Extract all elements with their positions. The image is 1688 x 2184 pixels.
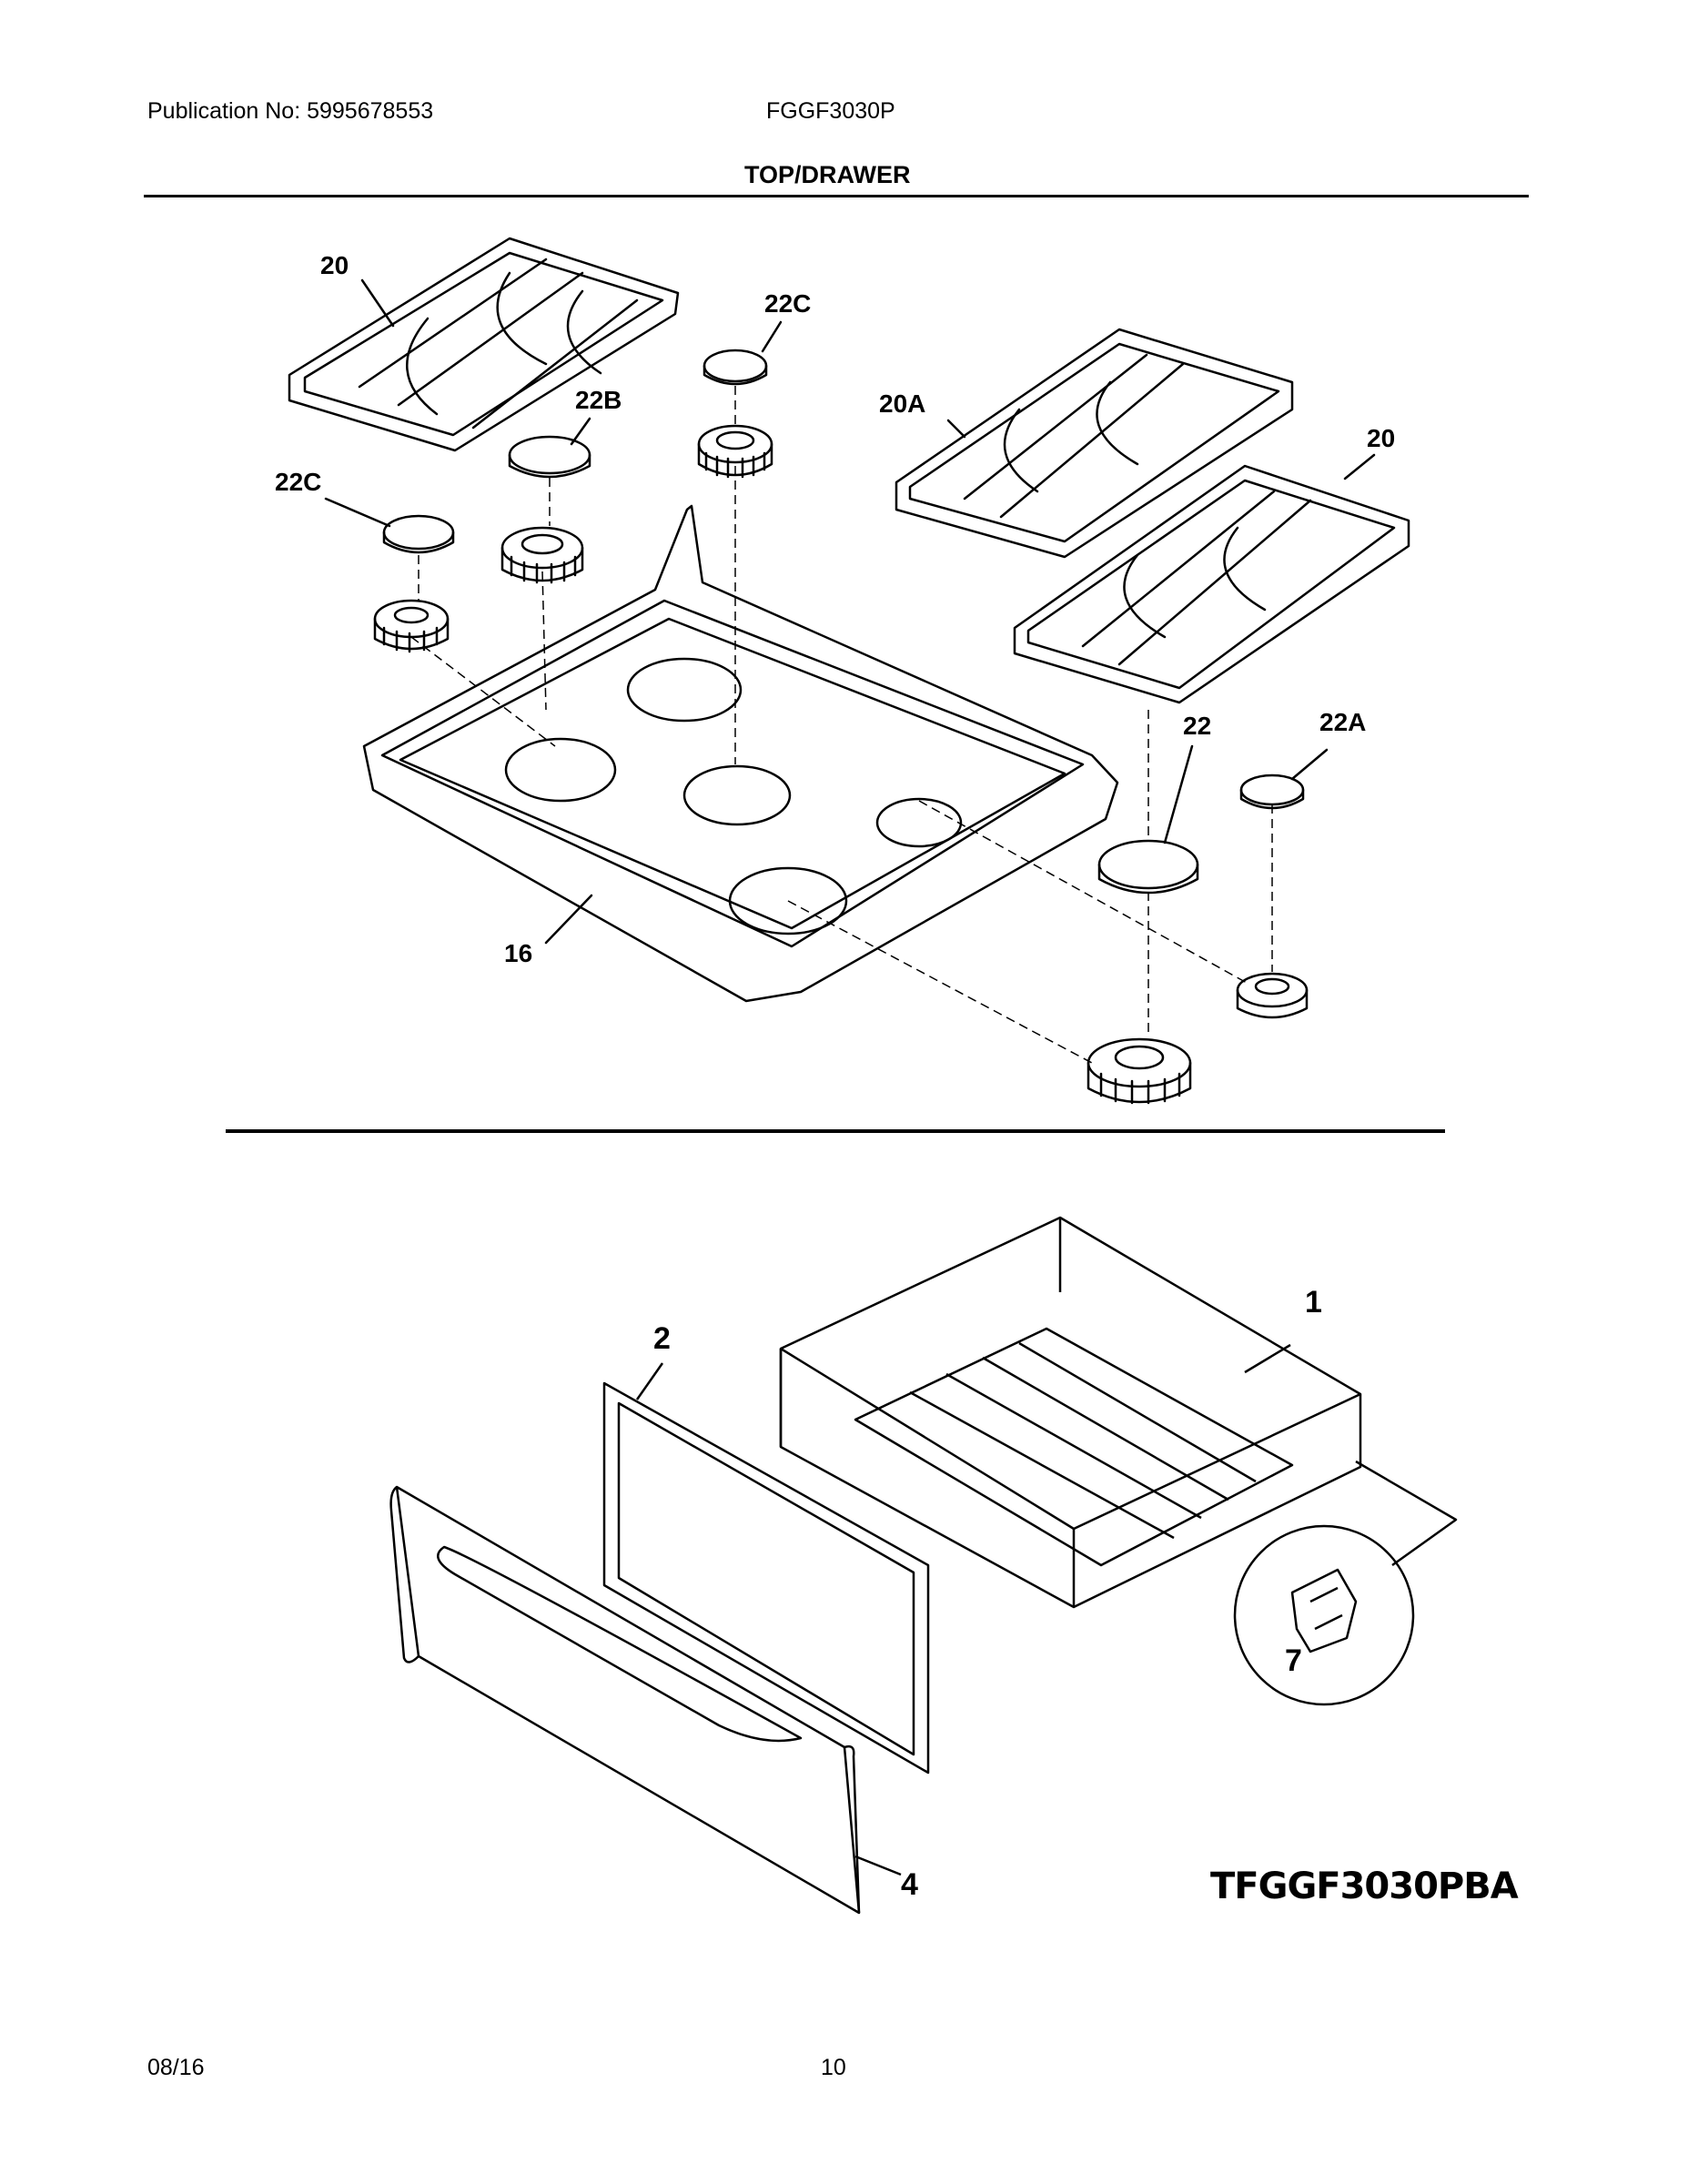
cooktop-16 (364, 506, 1117, 1001)
page-number: 10 (821, 2055, 846, 2080)
section-title: TOP/DRAWER (744, 161, 911, 188)
publication-number: Publication No: 5995678553 (147, 98, 434, 124)
callout-4: 4 (901, 1867, 918, 1902)
callout-22: 22 (1183, 712, 1212, 740)
header-divider (144, 195, 1529, 197)
callout-2: 2 (653, 1321, 671, 1356)
callout-7: 7 (1285, 1643, 1302, 1678)
callout-20a: 20A (879, 389, 926, 418)
callout-20: 20 (320, 251, 349, 279)
section-divider (226, 1129, 1445, 1133)
callout-22b: 22B (575, 386, 622, 414)
drawing-id: TFGGF3030PBA (1210, 1866, 1519, 1907)
model-number: FGGF3030P (766, 98, 895, 124)
callout-22c-top: 22C (764, 289, 812, 318)
footer-date: 08/16 (147, 2055, 205, 2080)
callout-16: 16 (504, 939, 533, 967)
callout-20-right: 20 (1367, 424, 1396, 452)
burner-cap-22c-top (704, 350, 766, 381)
callout-22a: 22A (1319, 708, 1367, 736)
callout-22c-left: 22C (275, 468, 322, 496)
callout-1: 1 (1305, 1285, 1322, 1320)
grate-left-icon (289, 238, 678, 450)
